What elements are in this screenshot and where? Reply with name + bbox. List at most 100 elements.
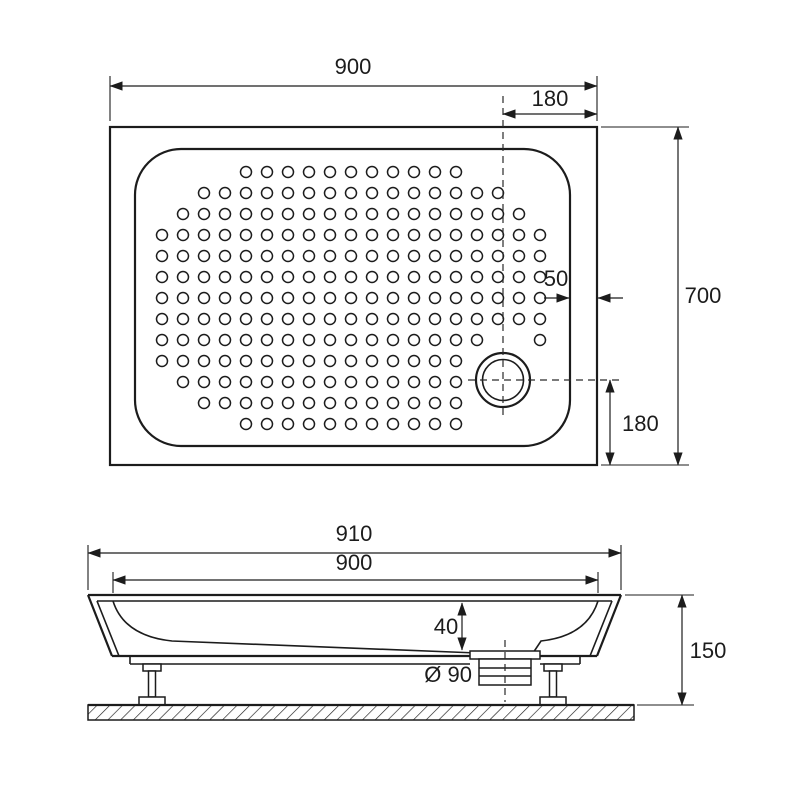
anti-slip-dot [302, 333, 316, 347]
anti-slip-dot [302, 207, 316, 221]
anti-slip-dots [155, 165, 547, 431]
anti-slip-dot [281, 228, 295, 242]
dim-top-width-label: 900 [335, 54, 372, 79]
anti-slip-dot [197, 186, 211, 200]
anti-slip-dot [218, 249, 232, 263]
anti-slip-dot [239, 186, 253, 200]
anti-slip-dot [407, 312, 421, 326]
anti-slip-dot [197, 270, 211, 284]
anti-slip-dot [155, 249, 169, 263]
anti-slip-dot [365, 354, 379, 368]
anti-slip-dot [470, 228, 484, 242]
anti-slip-dot [365, 165, 379, 179]
anti-slip-dot [407, 291, 421, 305]
anti-slip-dot [533, 291, 547, 305]
anti-slip-dot [470, 186, 484, 200]
anti-slip-dot [491, 228, 505, 242]
anti-slip-dot [344, 249, 358, 263]
top-plan-view: 900 180 700 50 180 [108, 54, 722, 467]
anti-slip-dot [218, 186, 232, 200]
dim-depth-label: 700 [685, 283, 722, 308]
anti-slip-dot [365, 270, 379, 284]
anti-slip-dot [449, 396, 463, 410]
anti-slip-dot [386, 186, 400, 200]
anti-slip-dot [428, 228, 442, 242]
anti-slip-dot [533, 333, 547, 347]
anti-slip-dot [218, 333, 232, 347]
anti-slip-dot [386, 228, 400, 242]
anti-slip-dot [239, 333, 253, 347]
anti-slip-dot [176, 207, 190, 221]
foot-stem [147, 670, 157, 698]
anti-slip-dot [365, 228, 379, 242]
anti-slip-dot [491, 270, 505, 284]
anti-slip-dot [281, 354, 295, 368]
anti-slip-dot [344, 333, 358, 347]
anti-slip-dot [176, 228, 190, 242]
anti-slip-dot [365, 186, 379, 200]
anti-slip-dot [386, 396, 400, 410]
dim-rim-width-label: 50 [544, 266, 568, 291]
anti-slip-dot [449, 165, 463, 179]
anti-slip-dot [302, 270, 316, 284]
anti-slip-dot [197, 396, 211, 410]
foot-stem [548, 670, 558, 698]
anti-slip-dot [323, 228, 337, 242]
anti-slip-dot [281, 312, 295, 326]
anti-slip-dot [428, 207, 442, 221]
anti-slip-dot [344, 186, 358, 200]
anti-slip-dot [239, 291, 253, 305]
anti-slip-dot [470, 270, 484, 284]
anti-slip-dot [218, 354, 232, 368]
anti-slip-dot [239, 249, 253, 263]
anti-slip-dot [281, 249, 295, 263]
anti-slip-dot [197, 354, 211, 368]
anti-slip-dot [491, 312, 505, 326]
anti-slip-dot [281, 375, 295, 389]
basin-right-wall-floor [532, 600, 599, 654]
anti-slip-dot [344, 375, 358, 389]
anti-slip-dot [365, 417, 379, 431]
dim-front-top-width-label: 900 [336, 550, 373, 575]
anti-slip-dot [260, 186, 274, 200]
anti-slip-dot [176, 270, 190, 284]
anti-slip-dot [323, 270, 337, 284]
anti-slip-dot [302, 396, 316, 410]
anti-slip-dot [176, 354, 190, 368]
skirt-left-outer [86, 594, 114, 657]
anti-slip-dot [176, 333, 190, 347]
anti-slip-dot [218, 396, 232, 410]
anti-slip-dot [491, 186, 505, 200]
anti-slip-dot [155, 270, 169, 284]
anti-slip-dot [512, 270, 526, 284]
anti-slip-dot [407, 207, 421, 221]
anti-slip-dot [512, 312, 526, 326]
anti-slip-dot [407, 354, 421, 368]
anti-slip-dot [365, 291, 379, 305]
anti-slip-dot [239, 228, 253, 242]
anti-slip-dot [260, 396, 274, 410]
anti-slip-dot [260, 333, 274, 347]
anti-slip-dot [470, 333, 484, 347]
anti-slip-dot [197, 333, 211, 347]
anti-slip-dot [428, 186, 442, 200]
anti-slip-dot [323, 249, 337, 263]
tray-inner-outline [133, 147, 572, 448]
floor-hatch [87, 704, 635, 721]
anti-slip-dot [386, 249, 400, 263]
anti-slip-dot [260, 249, 274, 263]
anti-slip-dot [176, 312, 190, 326]
anti-slip-dot [449, 333, 463, 347]
anti-slip-dot [449, 291, 463, 305]
anti-slip-dot [491, 249, 505, 263]
anti-slip-dot [407, 396, 421, 410]
anti-slip-dot [260, 312, 274, 326]
anti-slip-dot [365, 249, 379, 263]
anti-slip-dot [449, 186, 463, 200]
anti-slip-dot [197, 228, 211, 242]
anti-slip-dot [428, 375, 442, 389]
foot-right [539, 663, 567, 706]
anti-slip-dot [260, 207, 274, 221]
anti-slip-dot [407, 333, 421, 347]
